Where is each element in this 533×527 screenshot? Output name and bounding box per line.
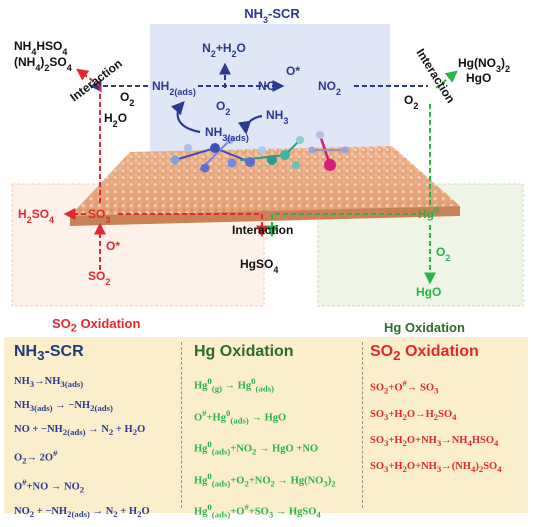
o-star-so2-label: O* [106,239,120,253]
scr-equation: O#+NO → NO2 [14,477,85,495]
o2-left-label: O2 [120,90,134,108]
nh3-scr-equations: NH3-SCR NH3→NH3(ads) NH3(ads) → −NH2(ads… [14,337,178,525]
hg-equation: Hg0(ads)+NO2 → HgO +NO [194,439,319,457]
hg-equation: Hg0(ads)+O2+NO2 → Hg(NO3)2 [194,470,336,489]
so3-label: SO3 [88,207,110,225]
scr-equation: NH3→NH3(ads) [14,376,84,390]
scr-equation: NO2 + −NH2(ads) → N2 + H2O [14,505,150,519]
so2-arrows [63,68,268,270]
scr-equation: O2→ 2O# [14,448,58,467]
so2-oxidation-label: SO2 Oxidation [52,316,141,335]
hg-equation: Hg0(g) → Hg0(ads) [194,376,275,394]
so2-equation: SO3+H2O→H2SO4 [370,408,457,422]
nh3-label: NH3 [266,108,288,126]
so2-label: SO2 [88,269,110,287]
hg-equation: O#+Hg0(ads) → HgO [194,407,287,426]
so2-oxidation-panel-title: SO2 Oxidation [370,343,479,364]
hgo-bottom-label: HgO [416,285,441,299]
hg-arrows [266,70,458,285]
hg-equation: Hg0(ads)+O#+SO3 → HgSO4 [194,502,321,520]
so2-equation: SO2+O#→ SO3 [370,378,439,396]
hg-oxidation-panel-title: Hg Oxidation [194,343,294,360]
so2-equation: SO3+H2O+NH3→NH4HSO4 [370,434,499,448]
so2-equation: SO3+H2O+NH3→(NH4)2SO4 [370,460,502,475]
so2-oxidation-equations: SO2 Oxidation SO2+O#→ SO3 SO3+H2O→H2SO4 … [370,337,526,481]
nh42so4-label: (NH4)2SO4 [14,55,72,73]
adsorbed-molecules-cluster [170,131,349,173]
hgo-top-label: HgO [466,71,491,85]
no-label: NO [258,79,276,93]
nh3-scr-title: NH3-SCR [244,6,300,25]
o2-right-label: O2 [404,93,418,111]
no2-label: NO2 [318,79,341,97]
panel-divider-2 [362,342,363,508]
catalyst-surface [70,146,460,226]
hg-oxidation-label: Hg Oxidation [384,320,465,335]
o-star-label: O* [286,64,300,78]
scr-equation: NO + −NH2(ads) → N2 + H2O [14,424,146,438]
scr-equation: NH3(ads) → −NH2(ads) [14,400,113,414]
hg-oxidation-equations: Hg Oxidation Hg0(g) → Hg0(ads) O#+Hg0(ad… [194,337,360,527]
interaction-left-label: Interaction [67,56,124,104]
hg0-label: Hg0 [418,205,439,221]
scr-arrows [89,62,428,92]
equations-panel [4,337,528,513]
h2o-left-label: H2O [104,111,127,129]
nh3-scr-zone [150,24,390,158]
hgso4-label: HgSO4 [240,257,278,275]
interaction-bottom-label: Interaction [232,223,293,237]
curved-arrow-nh3-adsorption [237,114,263,135]
curved-arrow-to-nh2 [171,101,201,134]
nh4hso4-label: NH4HSO4 [14,39,67,57]
nh3-scr-panel-title: NH3-SCR [14,343,84,364]
panel-divider-1 [181,342,182,508]
